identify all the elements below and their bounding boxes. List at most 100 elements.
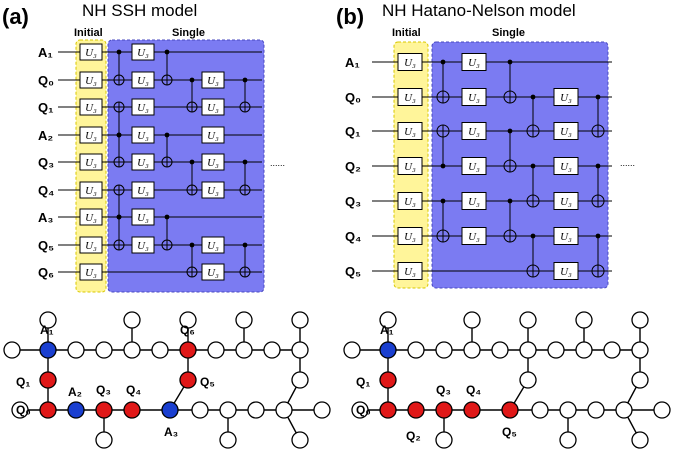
- lattice-node-n14: [291, 311, 309, 329]
- lattice-node-n23: [631, 371, 649, 389]
- u3-gate-label: U₃: [137, 102, 149, 114]
- lattice-node-n2: [39, 311, 57, 329]
- lattice-label: Q₅: [502, 425, 517, 439]
- lattice-node-n17: [191, 401, 209, 419]
- u3-gate-icon: [397, 157, 423, 175]
- lattice-node-q3: [95, 401, 113, 419]
- panel-b: (b) NH Hatano-Nelson model Initial Singl…: [336, 1, 635, 289]
- u3-gate-icon: [397, 192, 423, 210]
- qubit-label: Q₆: [38, 265, 54, 280]
- panel-a-label: (a): [2, 4, 29, 29]
- control-dot-icon: [164, 214, 170, 220]
- u3-gate-label: U₃: [560, 231, 572, 243]
- panel-b-title: NH Hatano-Nelson model: [382, 1, 576, 20]
- u3-gate-label: U₃: [404, 57, 416, 69]
- lattice-node-n9: [207, 341, 225, 359]
- lattice-node-n5: [123, 341, 141, 359]
- u3-gate-icon: [79, 126, 103, 144]
- lattice-label: A₂: [68, 385, 82, 399]
- lattice-node-n16: [95, 431, 113, 449]
- lattice-node-n14: [631, 311, 649, 329]
- u3-gate-label: U₃: [85, 185, 97, 197]
- u3-gate-label: U₃: [137, 240, 149, 252]
- control-dot-icon: [530, 94, 536, 100]
- u3-gate-icon: [79, 236, 103, 254]
- lattice-node-q4: [123, 401, 141, 419]
- control-dot-icon: [507, 128, 513, 134]
- lattice-node-q0: [39, 401, 57, 419]
- lattice-node-n7: [151, 341, 169, 359]
- control-dot-icon: [242, 77, 248, 83]
- u3-gate-label: U₃: [404, 266, 416, 278]
- u3-gate-label: U₃: [404, 231, 416, 243]
- lattice-label: Q₂: [406, 429, 421, 443]
- u3-gate-label: U₃: [207, 185, 219, 197]
- lattice-label: A₃: [164, 425, 178, 439]
- u3-gate-icon: [131, 181, 155, 199]
- u3-gate-label: U₃: [207, 240, 219, 252]
- single-label-b: Single: [492, 27, 525, 39]
- lattice-node-q4: [463, 401, 481, 419]
- u3-gate-icon: [131, 208, 155, 226]
- lattice-node-n8: [179, 311, 197, 329]
- control-dot-icon: [595, 233, 601, 239]
- qubit-label: Q₄: [345, 229, 361, 244]
- u3-gate-icon: [79, 208, 103, 226]
- u3-gate-icon: [201, 236, 225, 254]
- lattice-node-n21: [615, 401, 633, 419]
- u3-gate-icon: [131, 153, 155, 171]
- control-dot-icon: [530, 233, 536, 239]
- lattice-node-n10: [235, 341, 253, 359]
- lattice-label: Q₃: [436, 383, 451, 397]
- control-dot-icon: [440, 163, 446, 169]
- lattice-node-n17: [531, 401, 549, 419]
- u3-gate-icon: [461, 122, 487, 140]
- u3-gate-label: U₃: [137, 157, 149, 169]
- u3-gate-icon: [553, 157, 579, 175]
- lattice-node-n7: [491, 341, 509, 359]
- lattice-label: Q₄: [126, 383, 141, 397]
- u3-gate-icon: [461, 88, 487, 106]
- u3-gate-label: U₃: [207, 157, 219, 169]
- control-dot-icon: [595, 163, 601, 169]
- lattice-node-n19: [219, 431, 237, 449]
- lattice-label: A₁: [40, 323, 54, 337]
- u3-gate-label: U₃: [468, 126, 480, 138]
- lattice-node-n13: [291, 341, 309, 359]
- u3-gate-label: U₃: [207, 267, 219, 279]
- control-dot-icon: [189, 77, 195, 83]
- lattice-node-n15: [351, 401, 369, 419]
- u3-gate-label: U₃: [560, 92, 572, 104]
- lattice-node-a2: [67, 401, 85, 419]
- u3-gate-label: U₃: [85, 75, 97, 87]
- panel-b-label: (b): [336, 4, 364, 29]
- qubit-label: Q₀: [345, 90, 361, 105]
- u3-gate-icon: [553, 88, 579, 106]
- panel-a-title: NH SSH model: [82, 1, 197, 20]
- lattice-label: Q₁: [16, 375, 30, 389]
- u3-gate-label: U₃: [468, 161, 480, 173]
- u3-gate-icon: [131, 126, 155, 144]
- qubit-label: Q₃: [345, 194, 361, 209]
- control-dot-icon: [595, 94, 601, 100]
- lattice-label: Q₁: [356, 375, 370, 389]
- u3-gate-label: U₃: [207, 75, 219, 87]
- lattice-node-n9: [547, 341, 565, 359]
- u3-gate-icon: [131, 43, 155, 61]
- lattice-node-a3: [161, 401, 179, 419]
- lattice-node-n18: [219, 401, 237, 419]
- lattice-node-n3: [67, 341, 85, 359]
- qubit-label: A₃: [38, 210, 53, 225]
- qubit-label: Q₄: [38, 183, 54, 198]
- control-dot-icon: [507, 59, 513, 65]
- u3-gate-icon: [397, 53, 423, 71]
- control-dot-icon: [116, 214, 122, 220]
- u3-gate-icon: [397, 262, 423, 280]
- u3-gate-icon: [553, 262, 579, 280]
- u3-gate-icon: [79, 98, 103, 116]
- qubit-label: A₁: [38, 45, 53, 60]
- qubit-label: Q₁: [345, 124, 361, 139]
- u3-gate-label: U₃: [468, 92, 480, 104]
